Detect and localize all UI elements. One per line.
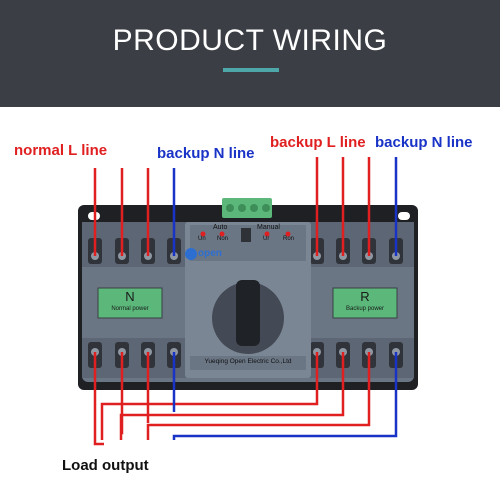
backup-l-line-label: backup L line xyxy=(270,134,366,151)
load-live-wires xyxy=(93,352,371,446)
manufacturer-strip xyxy=(190,356,306,370)
normal-power-panel xyxy=(97,287,163,319)
load-neutral-wires xyxy=(172,352,398,440)
title-underline xyxy=(223,68,279,72)
page-title: PRODUCT WIRING xyxy=(112,24,388,57)
normal-l-wires xyxy=(93,168,150,256)
normal-l-line-label: normal L line xyxy=(14,142,108,159)
mode-toggle xyxy=(241,228,251,242)
header-bar: PRODUCT WIRING xyxy=(0,0,500,107)
manual-label: Manual xyxy=(257,224,280,231)
backup-l-wires xyxy=(315,157,371,256)
normal-panel-letter: N xyxy=(125,289,135,304)
backup-panel-caption: Backup power xyxy=(345,306,385,312)
non-led xyxy=(219,231,225,237)
green-connector xyxy=(222,198,272,218)
brand-name: open xyxy=(198,248,222,259)
backup-n-line-label-left: backup N line xyxy=(157,145,255,162)
brand-logo xyxy=(185,248,197,260)
un-label: Un xyxy=(198,236,206,242)
ron-led xyxy=(285,231,291,237)
normal-panel-caption: Normal power xyxy=(111,306,149,312)
auto-label: Auto xyxy=(213,224,228,231)
backup-panel-letter: R xyxy=(360,289,370,304)
mounting-hole-top-right xyxy=(398,212,410,220)
ur-led xyxy=(264,231,270,237)
ur-label: Ur xyxy=(263,236,270,242)
load-output-label: Load output xyxy=(62,457,149,474)
non-label: Non xyxy=(217,236,229,242)
manufacturer-label: Yueqing Open Electric Co.,Ltd xyxy=(204,358,292,365)
un-led xyxy=(200,231,206,237)
backup-power-panel xyxy=(332,287,398,319)
rotary-handle xyxy=(236,280,260,346)
ron-label: Ron xyxy=(283,236,295,242)
backup-n-line-label-right: backup N line xyxy=(375,134,473,151)
